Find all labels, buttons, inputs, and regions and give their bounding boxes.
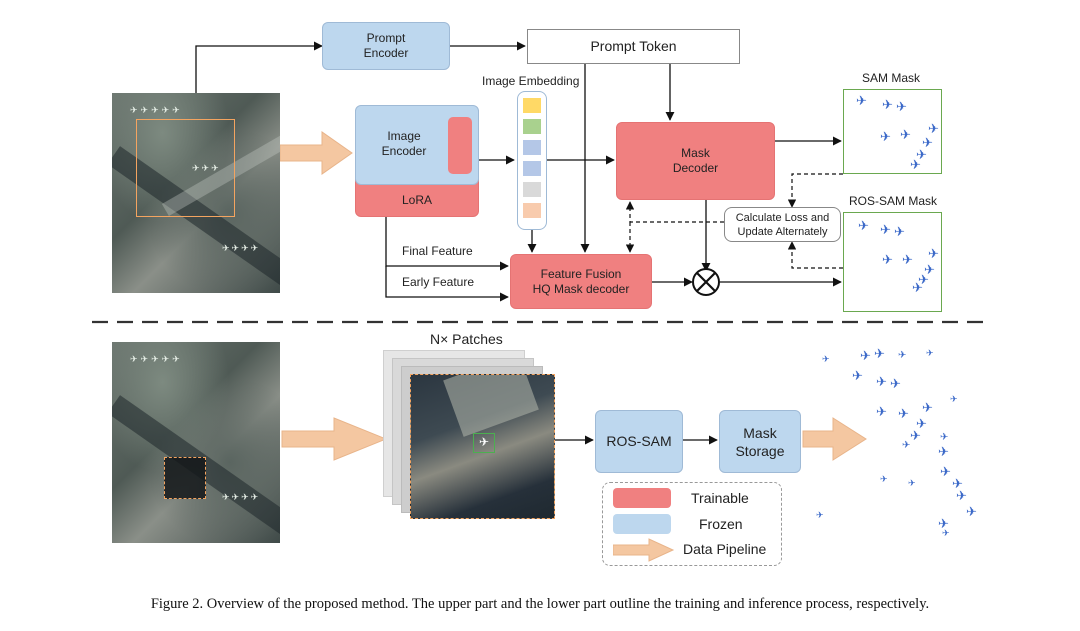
feature-fusion-box: Feature Fusion HQ Mask decoder bbox=[510, 254, 652, 309]
embedding-cell bbox=[523, 161, 541, 176]
legend: Trainable Frozen Data Pipeline bbox=[602, 482, 782, 566]
arrow-final-feature bbox=[385, 217, 509, 271]
embedding-cell bbox=[523, 119, 541, 134]
patches-label: N× Patches bbox=[430, 331, 503, 347]
legend-frozen-label: Frozen bbox=[699, 516, 743, 532]
image-encoder-group: Image Encoder LoRA bbox=[355, 105, 479, 217]
patch-image: ✈ bbox=[410, 374, 555, 519]
arrow-image-to-prompt-encoder bbox=[195, 41, 323, 93]
pipeline-arrow-upper bbox=[279, 131, 353, 175]
ros-sam-box: ROS-SAM bbox=[595, 410, 683, 473]
embedding-cell bbox=[523, 203, 541, 218]
embedding-cell bbox=[523, 182, 541, 197]
final-feature-label: Final Feature bbox=[402, 244, 473, 258]
crop-region bbox=[136, 119, 235, 217]
legend-trainable-swatch bbox=[613, 488, 671, 508]
multiply-operator bbox=[692, 268, 720, 296]
aerial-image-inference: ✈✈✈✈✈ ✈✈✈✈ bbox=[112, 342, 280, 543]
prompt-token-box: Prompt Token bbox=[527, 29, 740, 64]
patch-region bbox=[164, 457, 206, 499]
arrow-early-feature bbox=[385, 266, 509, 302]
legend-frozen-swatch bbox=[613, 514, 671, 534]
embedding-cell bbox=[523, 98, 541, 113]
early-feature-label: Early Feature bbox=[402, 275, 475, 289]
lora-label: LoRA bbox=[401, 193, 433, 207]
mask-storage-box: Mask Storage bbox=[719, 410, 801, 473]
image-encoder-label: Image Encoder bbox=[381, 129, 427, 158]
figure-caption: Figure 2. Overview of the proposed metho… bbox=[150, 596, 930, 612]
ros-sam-mask-label: ROS-SAM Mask bbox=[849, 194, 938, 208]
legend-trainable-label: Trainable bbox=[691, 490, 749, 506]
prompt-encoder-box: Prompt Encoder bbox=[322, 22, 450, 70]
aerial-image-training: ✈✈✈✈✈ ✈✈✈ ✈✈✈✈ bbox=[112, 93, 280, 293]
legend-pipeline-label: Data Pipeline bbox=[683, 541, 767, 557]
dashed-sam-mask-to-loss bbox=[787, 173, 843, 208]
legend-pipeline-arrow bbox=[613, 538, 675, 562]
pipeline-arrow-lower-2 bbox=[802, 417, 867, 461]
image-embedding-stack bbox=[517, 91, 547, 230]
image-embedding-label: Image Embedding bbox=[482, 74, 580, 88]
dashed-loss-to-decoder bbox=[625, 201, 724, 223]
output-masks-scatter: ✈ ✈ ✈ ✈ ✈ ✈ ✈ ✈ ✈ ✈ ✈ ✈ ✈ ✈ ✈ ✈ ✈ ✈ ✈ ✈ … bbox=[816, 346, 977, 538]
encoder-trainable-strip bbox=[448, 117, 472, 174]
ros-sam-mask-panel: ✈ ✈ ✈ ✈ ✈ ✈ ✈ ✈ ✈ bbox=[843, 212, 942, 312]
patch-stack: ✈ bbox=[383, 350, 555, 520]
embedding-cell bbox=[523, 140, 541, 155]
calc-loss-box: Calculate Loss and Update Alternately bbox=[724, 207, 841, 242]
sam-mask-panel: ✈ ✈ ✈ ✈ ✈ ✈ ✈ ✈ ✈ bbox=[843, 89, 942, 174]
dashed-ros-mask-to-loss bbox=[787, 241, 843, 269]
sam-mask-label: SAM Mask bbox=[862, 71, 921, 85]
pipeline-arrow-lower-1 bbox=[281, 417, 388, 461]
mask-decoder-box: Mask Decoder bbox=[616, 122, 775, 200]
detected-plane-box: ✈ bbox=[473, 433, 495, 453]
